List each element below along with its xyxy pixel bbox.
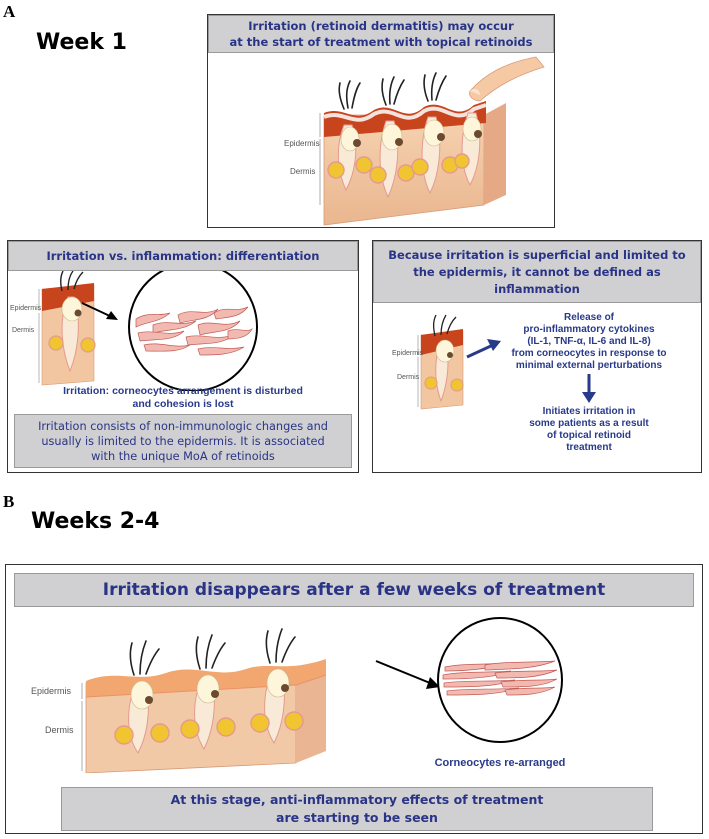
panel-b-title: Irritation disappears after a few weeks … [102,580,606,600]
left-caption-line1: Irritation: corneocytes arrangement is d… [63,385,303,397]
irritated-skin-illustration [319,56,545,226]
panel-b-footer: At this stage, anti-inflammatory effects… [61,787,653,831]
right-title-line2: the epidermis, it cannot be defined as [413,264,661,279]
release-line1: Release of [563,312,615,323]
left-epidermis-label: Epidermis [10,305,42,312]
panel-b-footer-line1: At this stage, anti-inflammatory effects… [170,792,544,807]
left-dermis-label: Dermis [12,327,35,334]
rearranged-caption: Corneocytes re-arranged [434,757,566,769]
top-epidermis-label: Epidermis [284,139,320,148]
left-box: Irritation vs. inflammation: differentia… [7,240,359,473]
top-dermis-label: Dermis [290,167,316,176]
result-line1: Initiates irritation in [542,406,636,417]
release-line4: from corneocytes in response to [511,348,667,359]
release-line3: (IL-1, TNF-α, IL-6 and IL-8) [527,336,651,347]
weeks-2-4-title: Weeks 2-4 [31,509,160,534]
panel-b-box: Irritation disappears after a few weeks … [5,564,703,834]
panel-b-footer-line2: are starting to be seen [276,810,438,825]
panel-b-banner: Irritation disappears after a few weeks … [14,573,694,607]
right-skin-illustration [417,314,501,410]
week-1-title: Week 1 [36,30,127,55]
top-box-banner: Irritation (retinoid dermatitis) may occ… [208,15,554,53]
result-line3: of topical retinoid [547,430,631,441]
top-box-title-line1: Irritation (retinoid dermatitis) may occ… [248,19,514,33]
down-arrow-icon [582,374,596,403]
right-title-line1: Because irritation is superficial and li… [388,247,686,262]
release-line5: minimal external perturbations [515,360,663,371]
healed-skin-illustration [81,628,327,773]
left-skin-zoom-illustration [38,271,258,391]
left-box-footer: Irritation consists of non-immunologic c… [14,414,352,468]
top-box-title-line2: at the start of treatment with topical r… [229,35,533,49]
left-footer-line3: with the unique MoA of retinoids [91,449,275,463]
right-dermis-label: Dermis [397,374,420,381]
b-dermis-label: Dermis [45,725,74,735]
release-line2: pro-inflammatory cytokines [523,324,655,335]
top-box: Irritation (retinoid dermatitis) may occ… [207,14,555,228]
release-text: Release of pro-inflammatory cytokines (I… [491,312,687,372]
result-text: Initiates irritation in some patients as… [491,406,687,454]
panel-letter-b: B [3,492,15,511]
left-footer-line2: usually is limited to the epidermis. It … [41,434,325,448]
arrow-to-zoom [375,660,440,689]
left-box-banner: Irritation vs. inflammation: differentia… [8,241,358,271]
result-line4: treatment [566,442,612,453]
b-epidermis-label: Epidermis [31,686,72,696]
left-caption-line2: and cohesion is lost [132,398,234,410]
right-box-banner: Because irritation is superficial and li… [373,241,701,303]
panel-letter-a: A [3,2,16,21]
rearranged-corneocytes-zoom [437,617,563,743]
left-box-title: Irritation vs. inflammation: differentia… [46,249,320,263]
right-title-line3: inflammation [494,281,580,296]
right-box: Because irritation is superficial and li… [372,240,702,473]
left-footer-line1: Irritation consists of non-immunologic c… [38,419,328,433]
result-line2: some patients as a result [529,418,649,429]
right-epidermis-label: Epidermis [392,350,424,357]
left-caption: Irritation: corneocytes arrangement is d… [8,385,358,411]
